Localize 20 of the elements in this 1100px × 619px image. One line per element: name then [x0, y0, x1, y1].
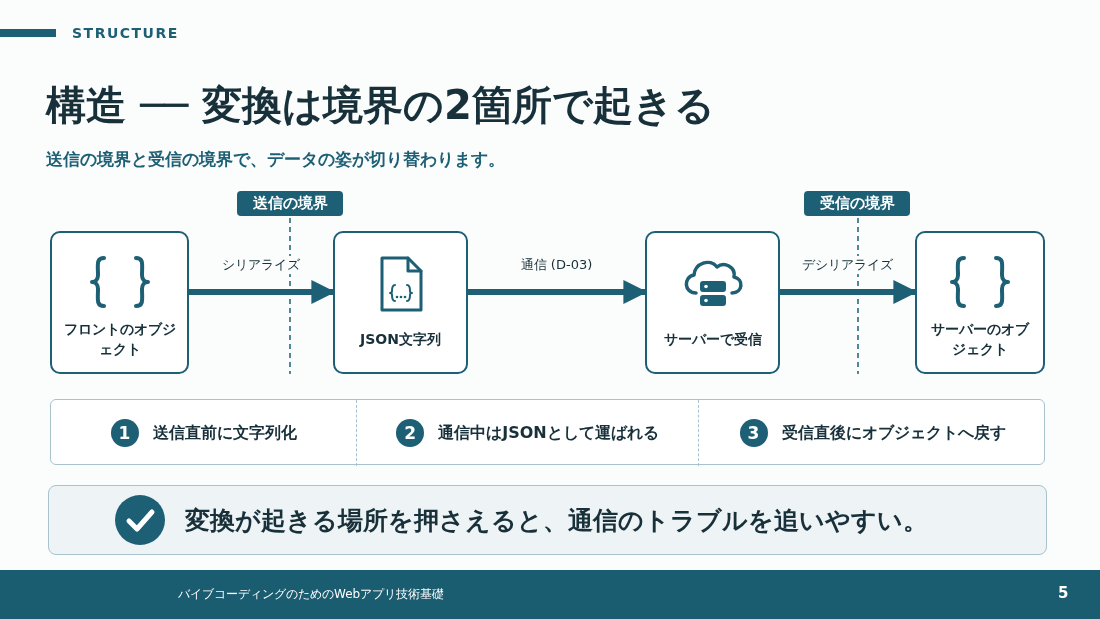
- step-text: 送信直前に文字列化: [152, 422, 297, 444]
- summary-box: [48, 485, 1047, 555]
- process-box: [333, 231, 468, 374]
- edge-label: デシリアライズ: [799, 256, 896, 274]
- subtitle: 送信の境界と受信の境界で、データの姿が切り替わります。: [46, 148, 505, 171]
- node-label: サーバーのオブジェクト: [930, 319, 1031, 359]
- process-box: [50, 231, 189, 374]
- boundary-tag: 送信の境界: [237, 191, 343, 216]
- process-box: [645, 231, 780, 374]
- section-label: STRUCTURE: [72, 25, 179, 41]
- page-number: 5: [1058, 584, 1069, 602]
- process-box: [915, 231, 1045, 374]
- slide-title: 構造 ── 変換は境界の2箇所で起きる: [46, 81, 715, 130]
- node-label: サーバーで受信: [663, 329, 762, 349]
- footer-text: バイブコーディングのためのWebアプリ技術基礎: [178, 586, 445, 603]
- step-number: 1: [110, 419, 139, 447]
- boundary-tag: 受信の境界: [804, 191, 910, 216]
- node-label: フロントのオブジェクト: [62, 319, 177, 359]
- summary-text: 変換が起きる場所を押さえると、通信のトラブルを追いやすい。: [185, 504, 928, 537]
- node-label: JSON文字列: [360, 329, 441, 349]
